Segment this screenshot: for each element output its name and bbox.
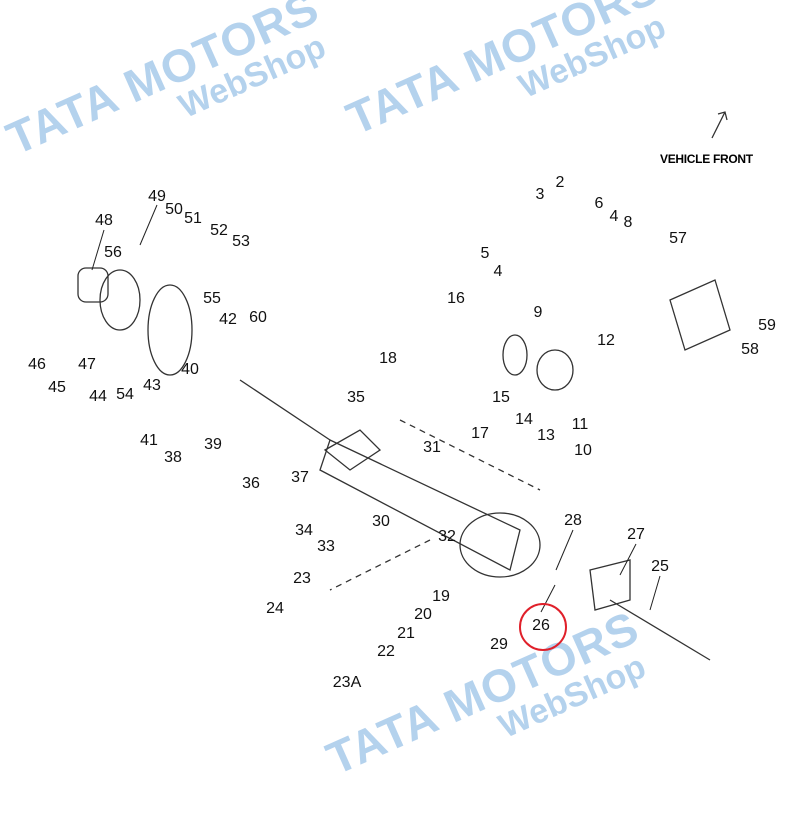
callout-6: 6 bbox=[594, 195, 604, 212]
callout-14: 14 bbox=[515, 411, 533, 428]
callout-9: 9 bbox=[533, 304, 543, 321]
callout-15: 15 bbox=[492, 389, 510, 406]
arrow-vehicle-front bbox=[711, 111, 728, 139]
callout-20: 20 bbox=[414, 606, 432, 623]
callout-26: 26 bbox=[532, 617, 550, 634]
callout-52: 52 bbox=[210, 222, 228, 239]
callout-50: 50 bbox=[165, 201, 183, 218]
callout-17: 17 bbox=[471, 425, 489, 442]
highlight-circle bbox=[519, 603, 567, 651]
callout-42: 42 bbox=[219, 311, 237, 328]
callout-51: 51 bbox=[184, 210, 202, 227]
cover-58 bbox=[669, 279, 731, 351]
callout-46: 46 bbox=[28, 356, 46, 373]
diff-case-14 bbox=[536, 349, 574, 391]
callout-43: 43 bbox=[143, 377, 161, 394]
callout-18: 18 bbox=[379, 350, 397, 367]
brake-disc bbox=[147, 284, 193, 376]
callout-40: 40 bbox=[181, 361, 199, 378]
flange-35 bbox=[323, 429, 382, 471]
ring-gear-16 bbox=[502, 334, 528, 376]
callout-34: 34 bbox=[295, 522, 313, 539]
callout-19: 19 bbox=[432, 588, 450, 605]
callout-23: 23 bbox=[293, 570, 311, 587]
callout-4: 4 bbox=[493, 263, 503, 280]
vehicle-front-label: VEHICLE FRONT bbox=[660, 152, 753, 166]
callout-5: 5 bbox=[480, 245, 490, 262]
callout-12: 12 bbox=[597, 332, 615, 349]
callout-35: 35 bbox=[347, 389, 365, 406]
callout-57: 57 bbox=[669, 230, 687, 247]
bearing-48 bbox=[77, 267, 109, 303]
dashed-guide bbox=[329, 419, 541, 591]
callout-13: 13 bbox=[537, 427, 555, 444]
callout-58: 58 bbox=[741, 341, 759, 358]
callout-41: 41 bbox=[140, 432, 158, 449]
drive-shaft-37 bbox=[239, 379, 331, 441]
callout-53: 53 bbox=[232, 233, 250, 250]
callout-54: 54 bbox=[116, 386, 134, 403]
callout-60: 60 bbox=[249, 309, 267, 326]
bracket-27 bbox=[589, 559, 631, 611]
callout-29: 29 bbox=[490, 636, 508, 653]
callout-32: 32 bbox=[438, 528, 456, 545]
callout-23A: 23A bbox=[332, 674, 362, 691]
drive-shaft-25 bbox=[609, 599, 711, 661]
callout-45: 45 bbox=[48, 379, 66, 396]
callout-33: 33 bbox=[317, 538, 335, 555]
callout-37: 37 bbox=[291, 469, 309, 486]
callout-49: 49 bbox=[148, 188, 166, 205]
callout-48: 48 bbox=[95, 212, 113, 229]
callout-11: 11 bbox=[571, 416, 589, 433]
callout-31: 31 bbox=[423, 439, 441, 456]
callout-21: 21 bbox=[397, 625, 415, 642]
callout-44: 44 bbox=[89, 388, 107, 405]
callout-3: 3 bbox=[535, 186, 545, 203]
callout-47: 47 bbox=[78, 356, 96, 373]
callout-10: 10 bbox=[574, 442, 592, 459]
callout-22: 22 bbox=[377, 643, 395, 660]
callout-28: 28 bbox=[564, 512, 582, 529]
callout-56: 56 bbox=[104, 244, 122, 261]
callout-27: 27 bbox=[627, 526, 645, 543]
callout-24: 24 bbox=[266, 600, 284, 617]
axle-housing bbox=[319, 439, 521, 571]
callout-25: 25 bbox=[651, 558, 669, 575]
callout-16: 16 bbox=[447, 290, 465, 307]
callout-39: 39 bbox=[204, 436, 222, 453]
callout-55: 55 bbox=[203, 290, 221, 307]
callout-59: 59 bbox=[758, 317, 776, 334]
callout-36: 36 bbox=[242, 475, 260, 492]
callout-30: 30 bbox=[372, 513, 390, 530]
callout-8: 8 bbox=[623, 214, 633, 231]
differential-housing bbox=[459, 512, 541, 578]
callout-38: 38 bbox=[164, 449, 182, 466]
callout-2: 2 bbox=[555, 174, 565, 191]
callout-4: 4 bbox=[609, 208, 619, 225]
hub bbox=[99, 269, 141, 331]
